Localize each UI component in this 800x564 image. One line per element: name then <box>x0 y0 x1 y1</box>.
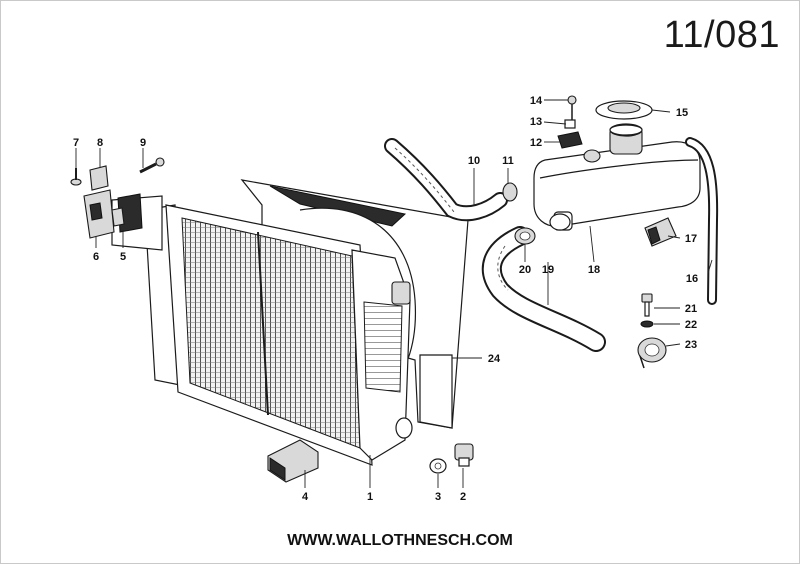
callout-22: 22 <box>685 319 697 331</box>
callout-24: 24 <box>488 353 501 365</box>
callout-13: 13 <box>530 116 542 128</box>
upper-hose <box>384 138 508 222</box>
callout-23: 23 <box>685 339 697 351</box>
callout-3: 3 <box>435 491 441 503</box>
callout-14: 14 <box>530 95 543 107</box>
hose-clamp-lower <box>514 227 536 245</box>
level-sensor <box>557 95 583 149</box>
callout-21: 21 <box>685 303 697 315</box>
callout-12: 12 <box>530 137 542 149</box>
callout-1: 1 <box>367 491 373 503</box>
callout-labels: 1 2 3 4 5 6 7 8 9 10 11 12 13 14 15 16 1… <box>73 95 698 503</box>
tank-bracket <box>644 217 677 247</box>
screw <box>70 168 82 186</box>
callout-18: 18 <box>588 264 600 276</box>
rubber-mount <box>111 193 143 233</box>
bracket <box>267 439 319 483</box>
overflow-hose <box>685 137 719 305</box>
callout-17: 17 <box>685 233 697 245</box>
callout-10: 10 <box>468 155 480 167</box>
tank-cap <box>595 100 653 136</box>
bolt-left <box>139 157 165 174</box>
clip-nut <box>89 165 109 191</box>
callout-8: 8 <box>97 137 103 149</box>
page-number: 11/081 <box>663 14 780 56</box>
callout-2: 2 <box>460 491 466 503</box>
callout-16: 16 <box>686 273 698 285</box>
lower-hose <box>481 226 606 352</box>
callout-6: 6 <box>93 251 99 263</box>
callout-9: 9 <box>140 137 146 149</box>
hose-clamp-upper <box>502 182 518 202</box>
drain-plug <box>454 443 474 467</box>
callout-19: 19 <box>542 264 554 276</box>
callout-15: 15 <box>676 107 688 119</box>
callout-4: 4 <box>302 491 309 503</box>
website-footer: WWW.WALLOTHNESCH.COM <box>287 532 513 549</box>
callout-20: 20 <box>519 264 531 276</box>
callout-7: 7 <box>73 137 79 149</box>
mount-bracket-left <box>83 189 115 239</box>
leader-lines <box>75 99 713 488</box>
spring-washer <box>640 320 654 328</box>
callout-5: 5 <box>120 251 126 263</box>
callout-11: 11 <box>502 155 514 167</box>
washer <box>429 458 447 474</box>
radiator <box>111 195 413 466</box>
hose-clip <box>637 337 667 369</box>
bolt <box>641 293 653 317</box>
